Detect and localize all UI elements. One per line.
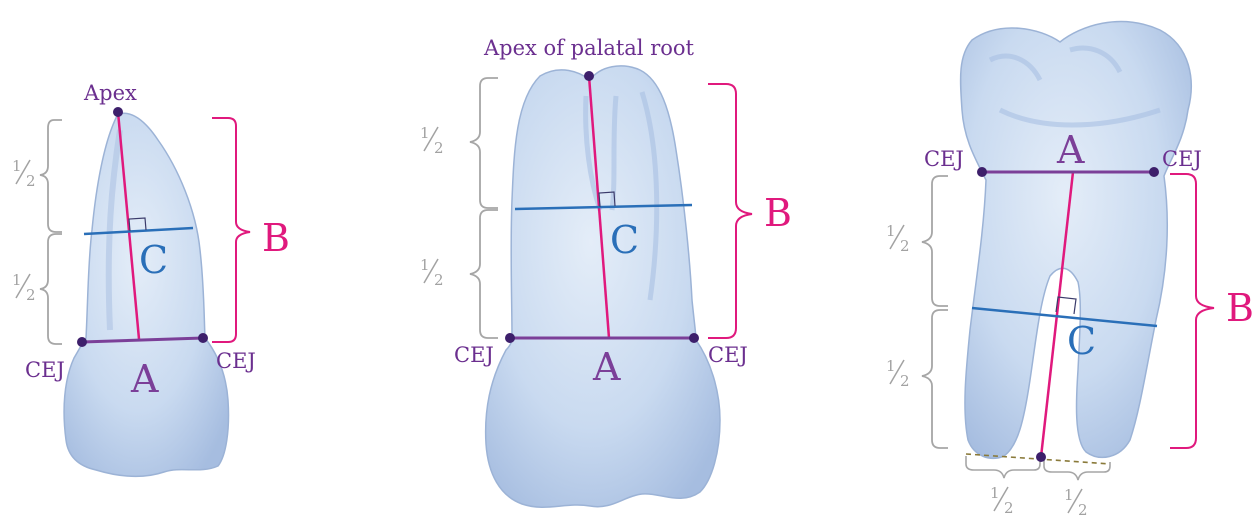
figure-palatal-root: Apex of palatal root CEJ CEJ A B C 1 2 1… <box>420 36 792 507</box>
svg-text:2: 2 <box>434 139 444 157</box>
palatal-apex-label: Apex of palatal root <box>483 36 695 60</box>
svg-text:2: 2 <box>26 286 36 304</box>
molar-cej-left-label: CEJ <box>924 147 964 171</box>
figure-incisor: Apex CEJ CEJ A B C 1 2 1 2 <box>12 81 290 476</box>
molar-letter-c: C <box>1067 319 1096 363</box>
svg-text:2: 2 <box>434 271 444 289</box>
molar-base-midpoint-dot <box>1036 452 1046 462</box>
incisor-cej-left-label: CEJ <box>25 358 65 382</box>
svg-text:1: 1 <box>1064 486 1074 504</box>
palatal-half-label-top: 1 2 <box>420 124 444 157</box>
incisor-apex-label: Apex <box>83 81 137 105</box>
palatal-tooth-shape <box>486 66 720 507</box>
svg-text:1: 1 <box>420 124 430 142</box>
molar-half-label-base-left: 1 2 <box>990 484 1014 517</box>
palatal-letter-b: B <box>764 191 792 235</box>
molar-half-bracket-bottom <box>922 310 948 448</box>
palatal-cej-left-dot <box>505 333 515 343</box>
molar-half-bracket-top <box>922 176 948 306</box>
svg-text:1: 1 <box>886 222 896 240</box>
molar-b-bracket <box>1170 174 1214 448</box>
molar-tooth-shape <box>961 22 1192 459</box>
palatal-cej-left-label: CEJ <box>454 343 494 367</box>
molar-half-label-top: 1 2 <box>886 222 910 255</box>
palatal-half-bracket-top <box>470 78 498 208</box>
svg-text:1: 1 <box>420 256 430 274</box>
palatal-half-bracket-bottom <box>470 210 498 338</box>
incisor-letter-b: B <box>262 216 290 260</box>
palatal-half-label-bottom: 1 2 <box>420 256 444 289</box>
svg-text:1: 1 <box>886 357 896 375</box>
molar-half-label-base-right: 1 2 <box>1064 486 1088 519</box>
incisor-half-bracket-top <box>40 120 62 232</box>
svg-text:1: 1 <box>990 484 1000 502</box>
incisor-half-label-top: 1 2 <box>12 157 36 190</box>
molar-half-label-bottom: 1 2 <box>886 357 910 390</box>
palatal-cej-right-label: CEJ <box>708 343 748 367</box>
molar-base-half-bracket-left <box>966 456 1040 478</box>
incisor-tooth-shape <box>64 113 228 476</box>
incisor-half-label-bottom: 1 2 <box>12 271 36 304</box>
svg-text:2: 2 <box>1004 499 1014 517</box>
molar-cej-right-dot <box>1149 167 1159 177</box>
incisor-cej-right-label: CEJ <box>216 349 256 373</box>
svg-text:2: 2 <box>1078 501 1088 519</box>
svg-text:1: 1 <box>12 271 22 289</box>
figure-molar: CEJ CEJ A B C 1 2 1 2 1 2 1 2 <box>886 22 1254 519</box>
incisor-cej-left-dot <box>77 337 87 347</box>
molar-cej-right-label: CEJ <box>1162 147 1202 171</box>
incisor-cej-right-dot <box>198 333 208 343</box>
svg-text:2: 2 <box>26 172 36 190</box>
incisor-half-bracket-bottom <box>40 234 62 344</box>
svg-text:2: 2 <box>900 372 910 390</box>
svg-text:1: 1 <box>12 157 22 175</box>
palatal-letter-a: A <box>592 345 621 389</box>
incisor-apex-dot <box>113 107 123 117</box>
molar-cej-left-dot <box>977 167 987 177</box>
molar-letter-a: A <box>1056 128 1085 172</box>
palatal-letter-c: C <box>610 218 639 262</box>
palatal-b-bracket <box>708 84 752 338</box>
incisor-b-bracket <box>212 118 250 342</box>
palatal-apex-dot <box>584 71 594 81</box>
incisor-letter-c: C <box>139 238 168 282</box>
palatal-cej-right-dot <box>689 333 699 343</box>
molar-letter-b: B <box>1226 286 1254 330</box>
incisor-letter-a: A <box>130 357 159 401</box>
svg-text:2: 2 <box>900 237 910 255</box>
molar-base-half-bracket-right <box>1044 460 1110 480</box>
